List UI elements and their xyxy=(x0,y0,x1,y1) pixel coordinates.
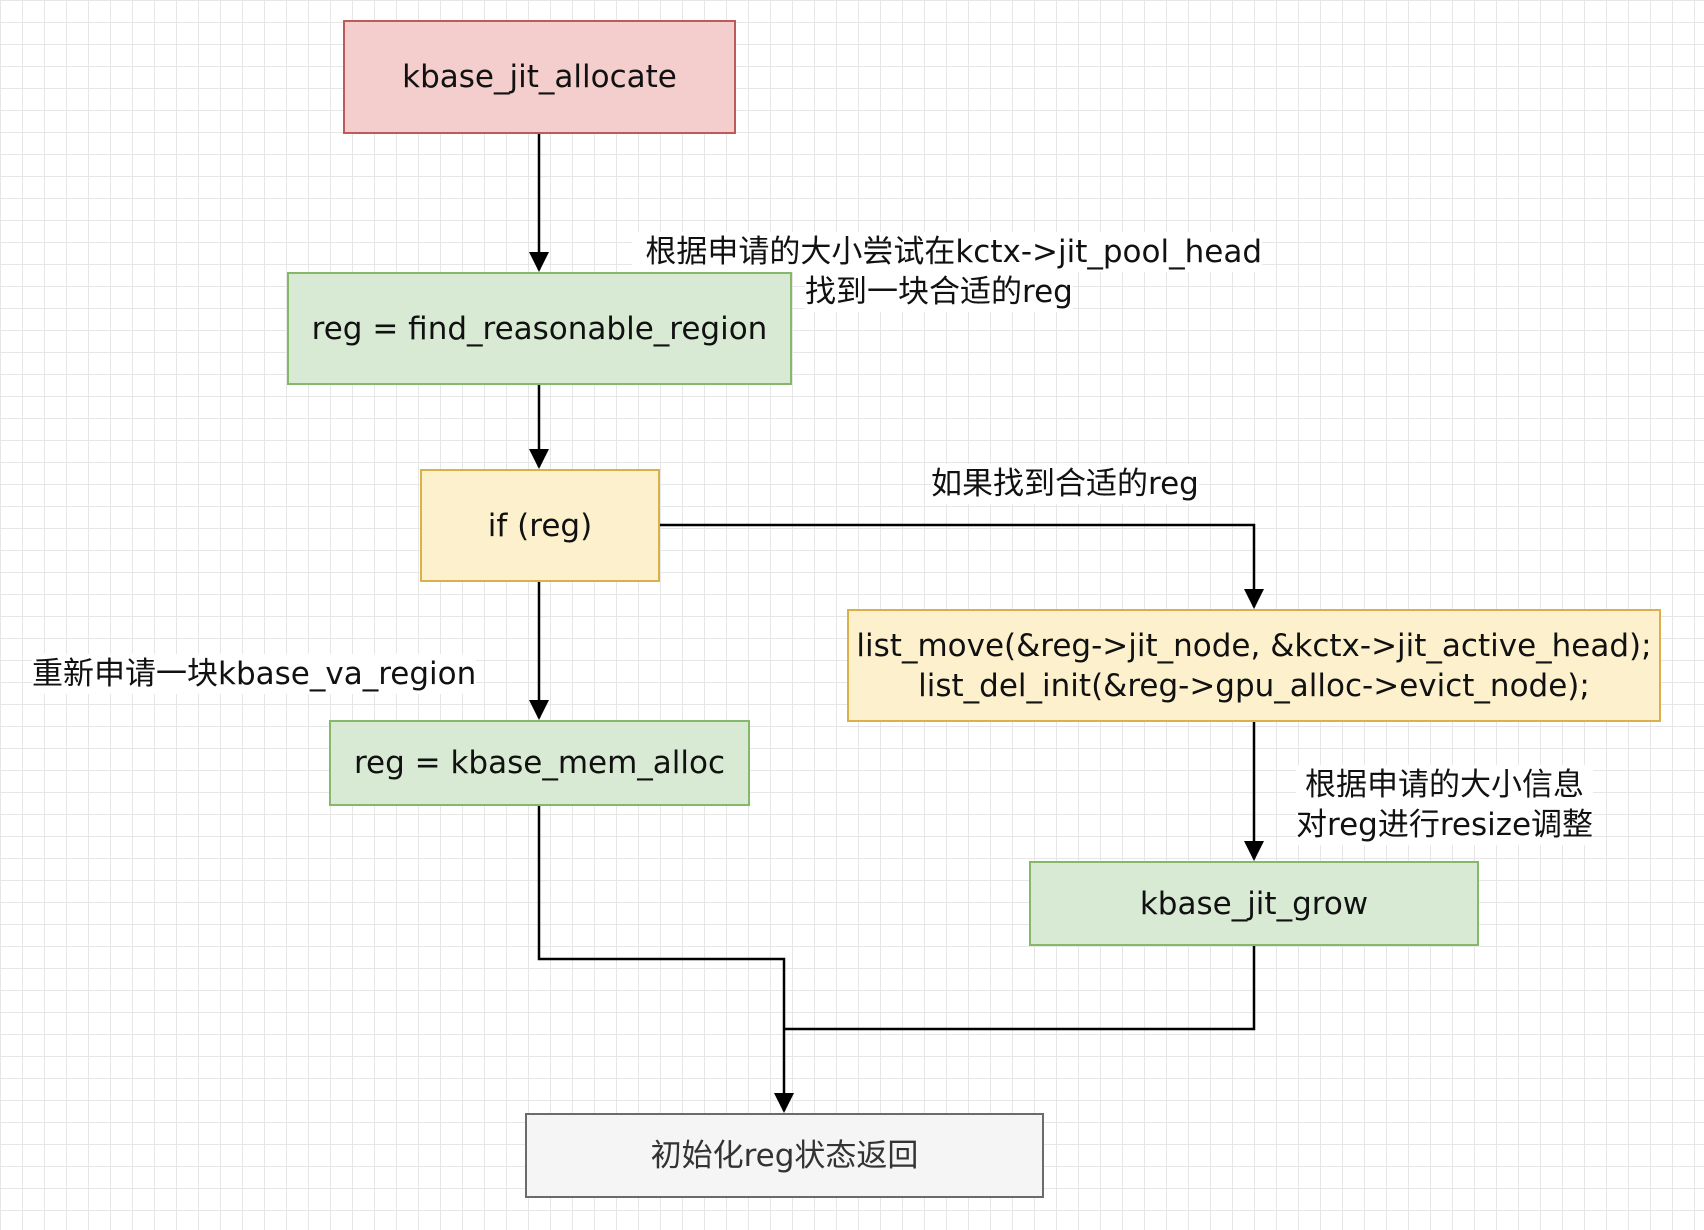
label-realloc-note: 重新申请一块kbase_va_region xyxy=(32,654,477,694)
label-resize-note-line-1: 根据申请的大小信息 xyxy=(1305,767,1585,803)
node-find-reasonable-region: reg = find_reasonable_region xyxy=(287,272,792,385)
edge-if-to-list-ops xyxy=(660,523,1264,609)
node-list-operations: list_move(&reg->jit_node, &kctx->jit_act… xyxy=(847,609,1661,722)
node-kbase-mem-alloc-label: reg = kbase_mem_alloc xyxy=(353,745,726,781)
edge-grow-to-return xyxy=(784,946,1256,1031)
label-find-note-line-1: 根据申请的大小尝试在kctx->jit_pool_head xyxy=(645,234,1262,270)
label-find-note: 根据申请的大小尝试在kctx->jit_pool_head xyxy=(632,232,1262,272)
label-resize-note-line-2: 对reg进行resize调整 xyxy=(1296,807,1594,843)
node-if-reg-label: if (reg) xyxy=(487,507,593,544)
label-found-note-text: 如果找到合适的reg xyxy=(931,466,1199,502)
node-kbase-mem-alloc: reg = kbase_mem_alloc xyxy=(329,720,750,806)
node-kbase-jit-grow: kbase_jit_grow xyxy=(1029,861,1479,946)
node-init-reg-return: 初始化reg状态返回 xyxy=(525,1113,1044,1198)
edge-mem-alloc-to-return xyxy=(537,806,794,1113)
node-if-reg: if (reg) xyxy=(420,469,660,582)
node-init-reg-return-label: 初始化reg状态返回 xyxy=(650,1137,919,1174)
node-find-reasonable-region-label: reg = find_reasonable_region xyxy=(311,310,768,347)
label-found-note: 如果找到合适的reg xyxy=(931,464,1199,504)
label-find-note-second: 找到一块合适的reg xyxy=(805,272,1073,312)
label-resize-note: 根据申请的大小信息 对reg进行resize调整 xyxy=(1296,765,1594,845)
node-kbase-jit-allocate-label: kbase_jit_allocate xyxy=(402,59,677,95)
node-list-operations-line-1: list_move(&reg->jit_node, &kctx->jit_act… xyxy=(856,627,1652,664)
node-kbase-jit-allocate: kbase_jit_allocate xyxy=(343,20,736,134)
label-find-note-line-2: 找到一块合适的reg xyxy=(805,274,1073,310)
node-list-operations-line-2: list_del_init(&reg->gpu_alloc->evict_nod… xyxy=(918,667,1590,704)
node-kbase-jit-grow-label: kbase_jit_grow xyxy=(1139,885,1369,922)
label-realloc-note-text: 重新申请一块kbase_va_region xyxy=(32,656,477,692)
